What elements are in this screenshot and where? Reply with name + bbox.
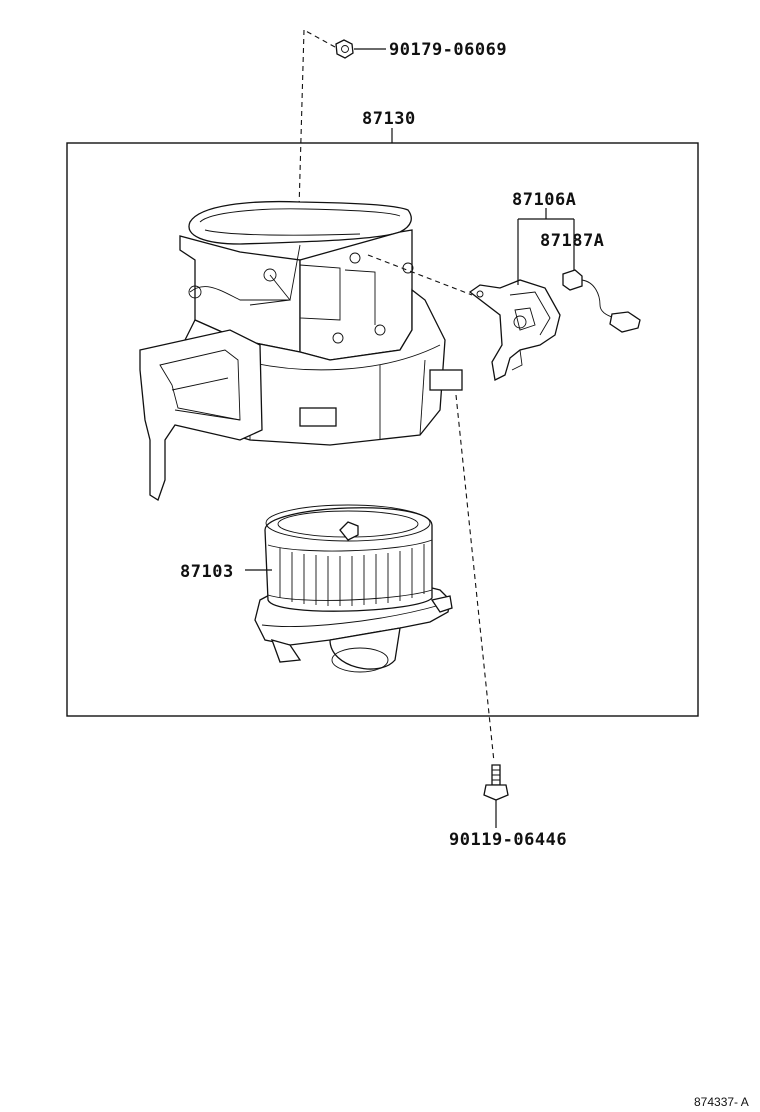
bolt-dashed-guide (455, 394, 495, 763)
reference-code: 874337- A (694, 1095, 749, 1109)
nut-part (335, 39, 386, 59)
blower-housing (139, 200, 463, 501)
label-nut: 90179-06069 (389, 40, 507, 60)
label-bolt: 90119-06446 (449, 830, 567, 850)
bolt-part (483, 764, 509, 828)
label-servo: 87106A (512, 190, 576, 210)
label-motor: 87103 (180, 562, 234, 582)
servo-connector-bracket (517, 208, 575, 285)
servo-motor-part (468, 279, 561, 381)
nut-dashed-guide (297, 29, 336, 246)
servo-dashed-guide (367, 254, 473, 296)
connector-harness-part (562, 269, 641, 333)
blower-motor-part (254, 504, 453, 673)
label-connector: 87187A (540, 231, 604, 251)
label-assembly: 87130 (362, 109, 416, 129)
assembly-frame (66, 142, 699, 717)
